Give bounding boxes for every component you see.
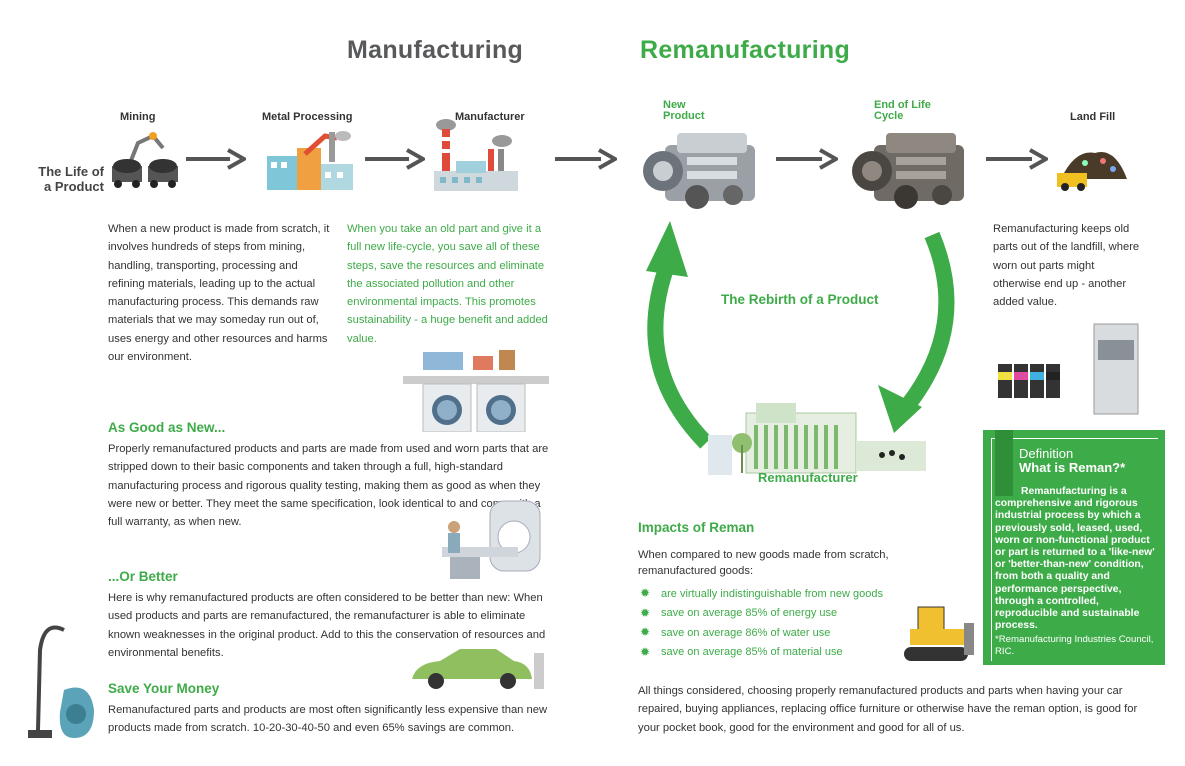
landfill-text: Remanufacturing keeps old parts out of t… xyxy=(993,223,1140,309)
landfill-icon xyxy=(1055,143,1131,191)
save-money-title: Save Your Money xyxy=(108,681,220,696)
washing-machines-icon xyxy=(403,350,549,433)
definition-inner-border xyxy=(991,438,1158,661)
or-better-title: ...Or Better xyxy=(108,569,178,584)
mining-icon xyxy=(108,128,184,190)
arrow-new-to-end-of-life xyxy=(776,148,841,175)
good-as-new-title: As Good as New... xyxy=(108,420,226,435)
definition-source: *Remanufacturing Industries Council, RIC… xyxy=(995,634,1154,657)
impact-item: ✹are virtually indistinguishable from ne… xyxy=(640,586,883,601)
rebirth-label: The Rebirth of a Product xyxy=(721,292,879,307)
impact-item: ✹save on average 85% of material use xyxy=(640,644,843,659)
good-as-new-text: Properly remanufactured products and par… xyxy=(108,443,549,529)
step-mining-label: Mining xyxy=(120,111,156,123)
remanufacturer-label: Remanufacturer xyxy=(758,470,858,485)
arrow-manufacturer-to-new-product xyxy=(555,148,620,175)
arrow-end-of-life-to-landfill xyxy=(986,148,1051,175)
impact-item: ✹save on average 86% of water use xyxy=(640,625,831,640)
new-engine-icon xyxy=(637,125,773,223)
gear-icon: ✹ xyxy=(640,605,651,620)
bulldozer-icon xyxy=(900,603,978,665)
printer-cartridges-icon xyxy=(990,322,1142,417)
bookmark-ribbon xyxy=(995,430,1013,496)
mri-scanner-icon xyxy=(430,497,542,585)
impacts-conclusion: All things considered, choosing properly… xyxy=(638,685,1138,734)
reman-text: When you take an old part and give it a … xyxy=(347,223,548,345)
heading-manufacturing: Manufacturing xyxy=(347,36,524,64)
save-money-text: Remanufactured parts and products are mo… xyxy=(108,704,548,735)
impacts-list: ✹are virtually indistinguishable from ne… xyxy=(640,584,920,662)
arrow-mining-to-metal xyxy=(186,148,249,175)
definition-text: Remanufacturing is a comprehensive and r… xyxy=(995,486,1155,632)
step-metal-processing-label: Metal Processing xyxy=(262,111,353,123)
or-better-text: Here is why remanufactured products are … xyxy=(108,592,546,659)
metal-processing-icon xyxy=(265,128,355,190)
impacts-title: Impacts of Reman xyxy=(638,520,755,535)
worn-engine-icon xyxy=(846,125,982,223)
step-manufacturer-label: Manufacturer xyxy=(455,111,525,123)
gear-icon: ✹ xyxy=(640,644,651,659)
manufacturer-icon xyxy=(432,115,522,192)
definition-box: Definition What is Reman?* Remanufacturi… xyxy=(983,430,1165,665)
impacts-intro: When compared to new goods made from scr… xyxy=(638,549,889,577)
heading-remanufacturing: Remanufacturing xyxy=(640,36,851,64)
gear-icon: ✹ xyxy=(640,625,651,640)
impact-item: ✹save on average 85% of energy use xyxy=(640,605,838,620)
step-end-of-life-label: End of Life Cycle xyxy=(874,99,931,122)
electric-car-icon xyxy=(410,643,550,693)
arrow-metal-to-manufacturer xyxy=(365,148,428,175)
step-new-product-label: New Product xyxy=(663,99,705,122)
life-of-product-label: The Life of a Product xyxy=(38,164,104,194)
definition-title: What is Reman?* xyxy=(1019,460,1126,475)
manufacturing-text: When a new product is made from scratch,… xyxy=(108,223,330,364)
gear-icon: ✹ xyxy=(640,586,651,601)
rebirth-cycle-arrows xyxy=(640,215,980,465)
step-land-fill-label: Land Fill xyxy=(1070,111,1116,123)
definition-label: Definition xyxy=(1019,446,1074,461)
remanufacturer-building-icon xyxy=(706,395,928,480)
vacuum-cleaner-icon xyxy=(24,620,96,745)
